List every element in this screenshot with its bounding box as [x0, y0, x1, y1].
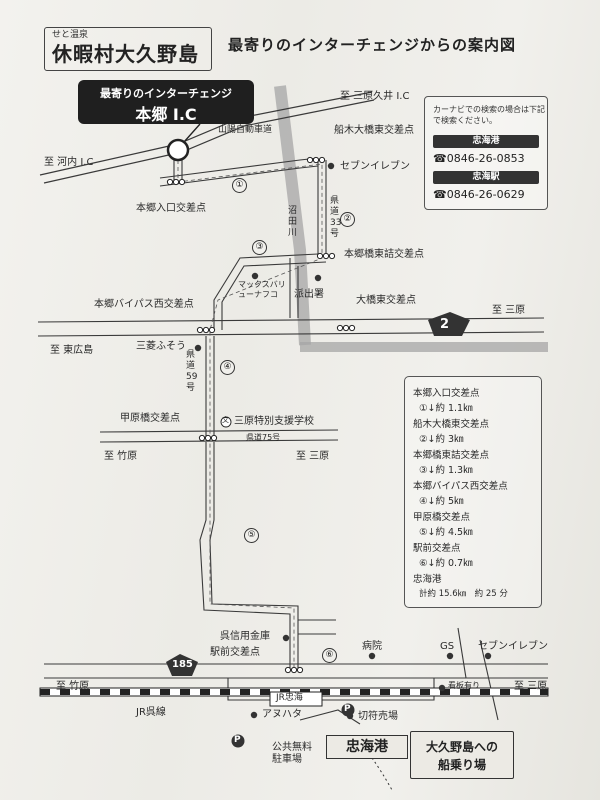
hongo-ic-circle	[166, 138, 190, 162]
river	[274, 85, 311, 346]
label-numata-river: 沼田川	[288, 206, 298, 238]
distance-box: 本郷入口交差点 ①↓約 1.1㎞ 船木大橋東交差点 ②↓約 3㎞ 本郷橋東詰交差…	[404, 376, 542, 608]
boat-path	[371, 757, 393, 791]
dist-value-5: ⑤↓約 4.5㎞	[419, 527, 473, 538]
tadanoumi-port-label: 忠海港	[326, 735, 408, 759]
label-jr-kure-line: JR呉線	[136, 707, 166, 718]
label-mitsubishi-fuso: 三菱ふそう	[136, 341, 186, 352]
parking-circle-1	[231, 734, 245, 748]
intersection-markers	[166, 156, 356, 674]
dist-value-2: ②↓約 3㎞	[419, 434, 464, 445]
label-pref-road-59: 県道59号	[186, 350, 198, 393]
label-to-mihara-mid: 至 三原	[492, 305, 526, 316]
callout-line1: 最寄りのインターチェンジ	[100, 87, 232, 100]
label-gs: GS	[440, 641, 455, 652]
dist-point-3: 本郷橋東詰交差点	[413, 450, 490, 461]
boat-line1: 大久野島への	[425, 740, 498, 754]
contact-tel-port: ☎0846-26-0853	[433, 152, 525, 165]
label-to-kochi: 至 河内 I.C	[44, 157, 94, 168]
dist-point-1: 本郷入口交差点	[413, 388, 480, 399]
label-to-takehara-bottom: 至 竹原	[56, 681, 90, 692]
label-to-mihara-kui: 至 三原久井 I.C	[340, 91, 410, 102]
route-number-6: ⑥	[322, 648, 337, 663]
label-sanyo-expressway: 山陽自動車道	[218, 125, 273, 135]
nearest-ic-callout: 最寄りのインターチェンジ 本郷 I.C	[78, 80, 254, 124]
label-ticket-office: 切符売場	[358, 711, 398, 722]
label-pref-road-33: 県道33号	[330, 196, 342, 239]
contact-note: カーナビでの検索の場合は下記で検索ください。	[433, 105, 545, 125]
route-line	[177, 160, 323, 672]
grey-band	[300, 342, 548, 352]
label-max-value: マックスバリューナフコ	[238, 280, 286, 299]
dist-value-6: ⑥↓約 0.7㎞	[419, 558, 473, 569]
dist-total: 計約 15.6㎞ 約 25 分	[419, 589, 508, 599]
label-free-parking: 公共無料駐車場	[272, 742, 312, 765]
label-to-takehara-mid: 至 竹原	[104, 451, 138, 462]
dist-value-1: ①↓約 1.1㎞	[419, 403, 473, 414]
brand-box	[44, 27, 212, 71]
contact-box: カーナビでの検索の場合は下記で検索ください。 忠海港 ☎0846-26-0853…	[424, 96, 548, 210]
highway-185-label: 185	[172, 659, 193, 670]
label-to-higashihiroshima: 至 東広島	[50, 345, 94, 356]
dist-point-7: 忠海港	[413, 574, 442, 585]
dist-point-2: 船木大橋東交差点	[413, 419, 490, 430]
school-symbol-label: 文	[222, 416, 229, 424]
school-symbol	[220, 416, 232, 428]
route-number-3: ③	[252, 240, 267, 255]
boat-line2: 船乗り場	[437, 758, 486, 772]
jr-station-box	[269, 691, 323, 707]
label-to-mihara-road75: 至 三原	[296, 451, 330, 462]
page-title: 最寄りのインターチェンジからの案内図	[228, 36, 517, 54]
route-number-5: ⑤	[244, 528, 259, 543]
parking-p-2: P	[344, 704, 351, 714]
highway-2-shield	[428, 312, 470, 336]
label-kobara-bridge: 甲原橋交差点	[120, 413, 180, 424]
dist-value-3: ③↓約 1.3㎞	[419, 465, 473, 476]
label-pref-road-75: 県道75号	[246, 433, 281, 442]
contact-tag-port: 忠海港	[433, 135, 539, 148]
route-number-2: ②	[340, 212, 355, 227]
route-number-4: ④	[220, 360, 235, 375]
boat-boarding-box: 大久野島への 船乗り場	[410, 731, 514, 779]
dist-point-4: 本郷バイパス西交差点	[413, 481, 508, 492]
contact-tag-station: 忠海駅	[433, 171, 539, 184]
label-seven-eleven-top: セブンイレブン	[340, 161, 410, 172]
expressway	[39, 91, 375, 184]
dist-value-4: ④↓約 5㎞	[419, 496, 464, 507]
label-hospital: 病院	[362, 641, 382, 652]
label-ohashi-east: 大橋東交差点	[356, 295, 416, 306]
callout-line2: 本郷 I.C	[135, 105, 197, 124]
route-number-1: ①	[232, 178, 247, 193]
dist-point-6: 駅前交差点	[413, 543, 461, 554]
contact-tel-station: ☎0846-26-0629	[433, 188, 525, 201]
label-anuhata: アヌハタ	[262, 709, 302, 720]
label-jr-tadanoumi: JR忠海	[276, 693, 303, 703]
parking-p-1: P	[234, 735, 241, 745]
label-hongo-entrance: 本郷入口交差点	[136, 203, 206, 214]
parking-circle-2	[341, 703, 355, 717]
label-seven-eleven-bottom: セブンイレブン	[478, 641, 548, 652]
dist-point-5: 甲原橋交差点	[413, 512, 471, 523]
label-to-mihara-bottom: 至 三原	[514, 681, 548, 692]
label-ekimae: 駅前交差点	[210, 647, 260, 658]
label-funaki-ohashi-east: 船木大橋東交差点	[334, 125, 414, 136]
label-mihara-school: 三原特別支援学校	[234, 416, 314, 427]
highway-2-label: 2	[440, 317, 450, 332]
brand-tagline: せと温泉	[52, 30, 89, 40]
label-hongo-bypass-west: 本郷バイパス西交差点	[94, 299, 194, 310]
label-police-box: 派出署	[294, 289, 324, 300]
label-hongo-bridge-east-end: 本郷橋東詰交差点	[344, 249, 424, 260]
highway-185-shield	[166, 654, 198, 676]
label-signboard: 看板有り	[448, 681, 480, 690]
brand-name: 休暇村大久野島	[52, 42, 199, 66]
label-kure-shinkin: 呉信用金庫	[220, 631, 270, 642]
